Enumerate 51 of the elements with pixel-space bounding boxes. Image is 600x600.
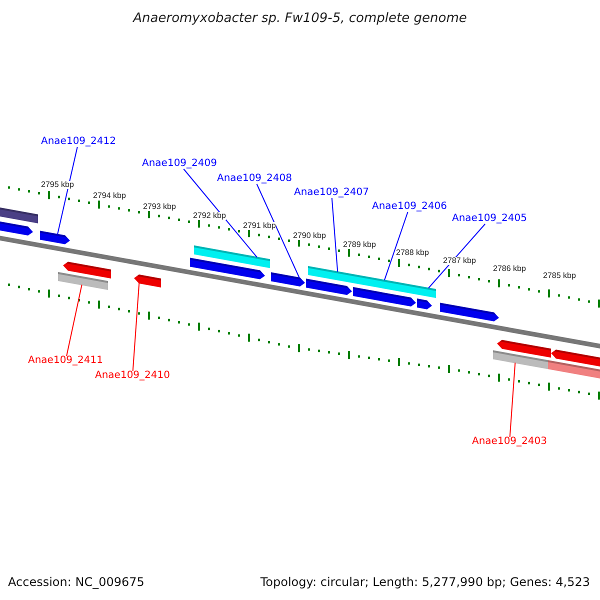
gene-label: Anae109_2407 bbox=[294, 187, 369, 198]
leader-line bbox=[132, 282, 140, 372]
gene-label: Anae109_2412 bbox=[41, 136, 116, 147]
gene-block bbox=[0, 208, 38, 224]
gene-block bbox=[306, 278, 352, 295]
gene-block bbox=[308, 266, 356, 284]
gene-block bbox=[134, 274, 161, 288]
scale-label: 2791 kbp bbox=[243, 222, 276, 230]
gene-block bbox=[417, 298, 432, 310]
gene-block bbox=[493, 350, 548, 370]
gene-label: Anae109_2403 bbox=[472, 436, 547, 447]
scale-label: 2794 kbp bbox=[93, 192, 126, 200]
scale-label: 2787 kbp bbox=[443, 257, 476, 265]
accession-text: Accession: NC_009675 bbox=[8, 576, 144, 588]
genome-info-text: Topology: circular; Length: 5,277,990 bp; Genes: 4,523 bbox=[260, 576, 590, 588]
gene-block bbox=[420, 286, 436, 298]
gene-block bbox=[271, 272, 305, 286]
diagram-title: Anaeromyxobacter sp. Fw109-5, complete genome bbox=[132, 12, 468, 25]
gene-label: Anae109_2410 bbox=[95, 370, 170, 381]
scale-label: 2789 kbp bbox=[343, 241, 376, 249]
scale-label: 2790 kbp bbox=[293, 232, 326, 240]
scale-label: 2795 kbp bbox=[41, 181, 74, 189]
gene-block bbox=[548, 360, 600, 378]
gene-block bbox=[356, 274, 420, 296]
leader-line bbox=[66, 284, 82, 356]
leader-line bbox=[57, 146, 78, 235]
gene-block bbox=[58, 272, 108, 290]
leader-line bbox=[509, 362, 516, 438]
gene-label: Anae109_2406 bbox=[372, 201, 447, 212]
gene-block bbox=[63, 262, 111, 278]
scale-label: 2788 kbp bbox=[396, 249, 429, 257]
gene-block bbox=[0, 222, 33, 236]
gene-label: Anae109_2405 bbox=[452, 213, 527, 224]
gene-label: Anae109_2409 bbox=[142, 158, 217, 169]
gene-block bbox=[353, 287, 416, 306]
leader-line bbox=[428, 224, 486, 289]
scale-label: 2786 kbp bbox=[493, 265, 526, 273]
leader-line bbox=[183, 168, 258, 258]
scale-label: 2793 kbp bbox=[143, 203, 176, 211]
leader-line bbox=[384, 212, 408, 281]
gene-block bbox=[194, 245, 270, 268]
scale-label: 2785 kbp bbox=[543, 272, 576, 280]
leader-line bbox=[331, 198, 338, 272]
gene-label: Anae109_2411 bbox=[28, 355, 103, 366]
gene-block bbox=[190, 258, 265, 280]
gene-block bbox=[40, 230, 70, 244]
gene-label: Anae109_2408 bbox=[217, 173, 292, 184]
gene-block bbox=[440, 302, 499, 322]
gene-block bbox=[497, 340, 551, 358]
gene-block bbox=[551, 350, 600, 366]
scale-label: 2792 kbp bbox=[193, 212, 226, 220]
